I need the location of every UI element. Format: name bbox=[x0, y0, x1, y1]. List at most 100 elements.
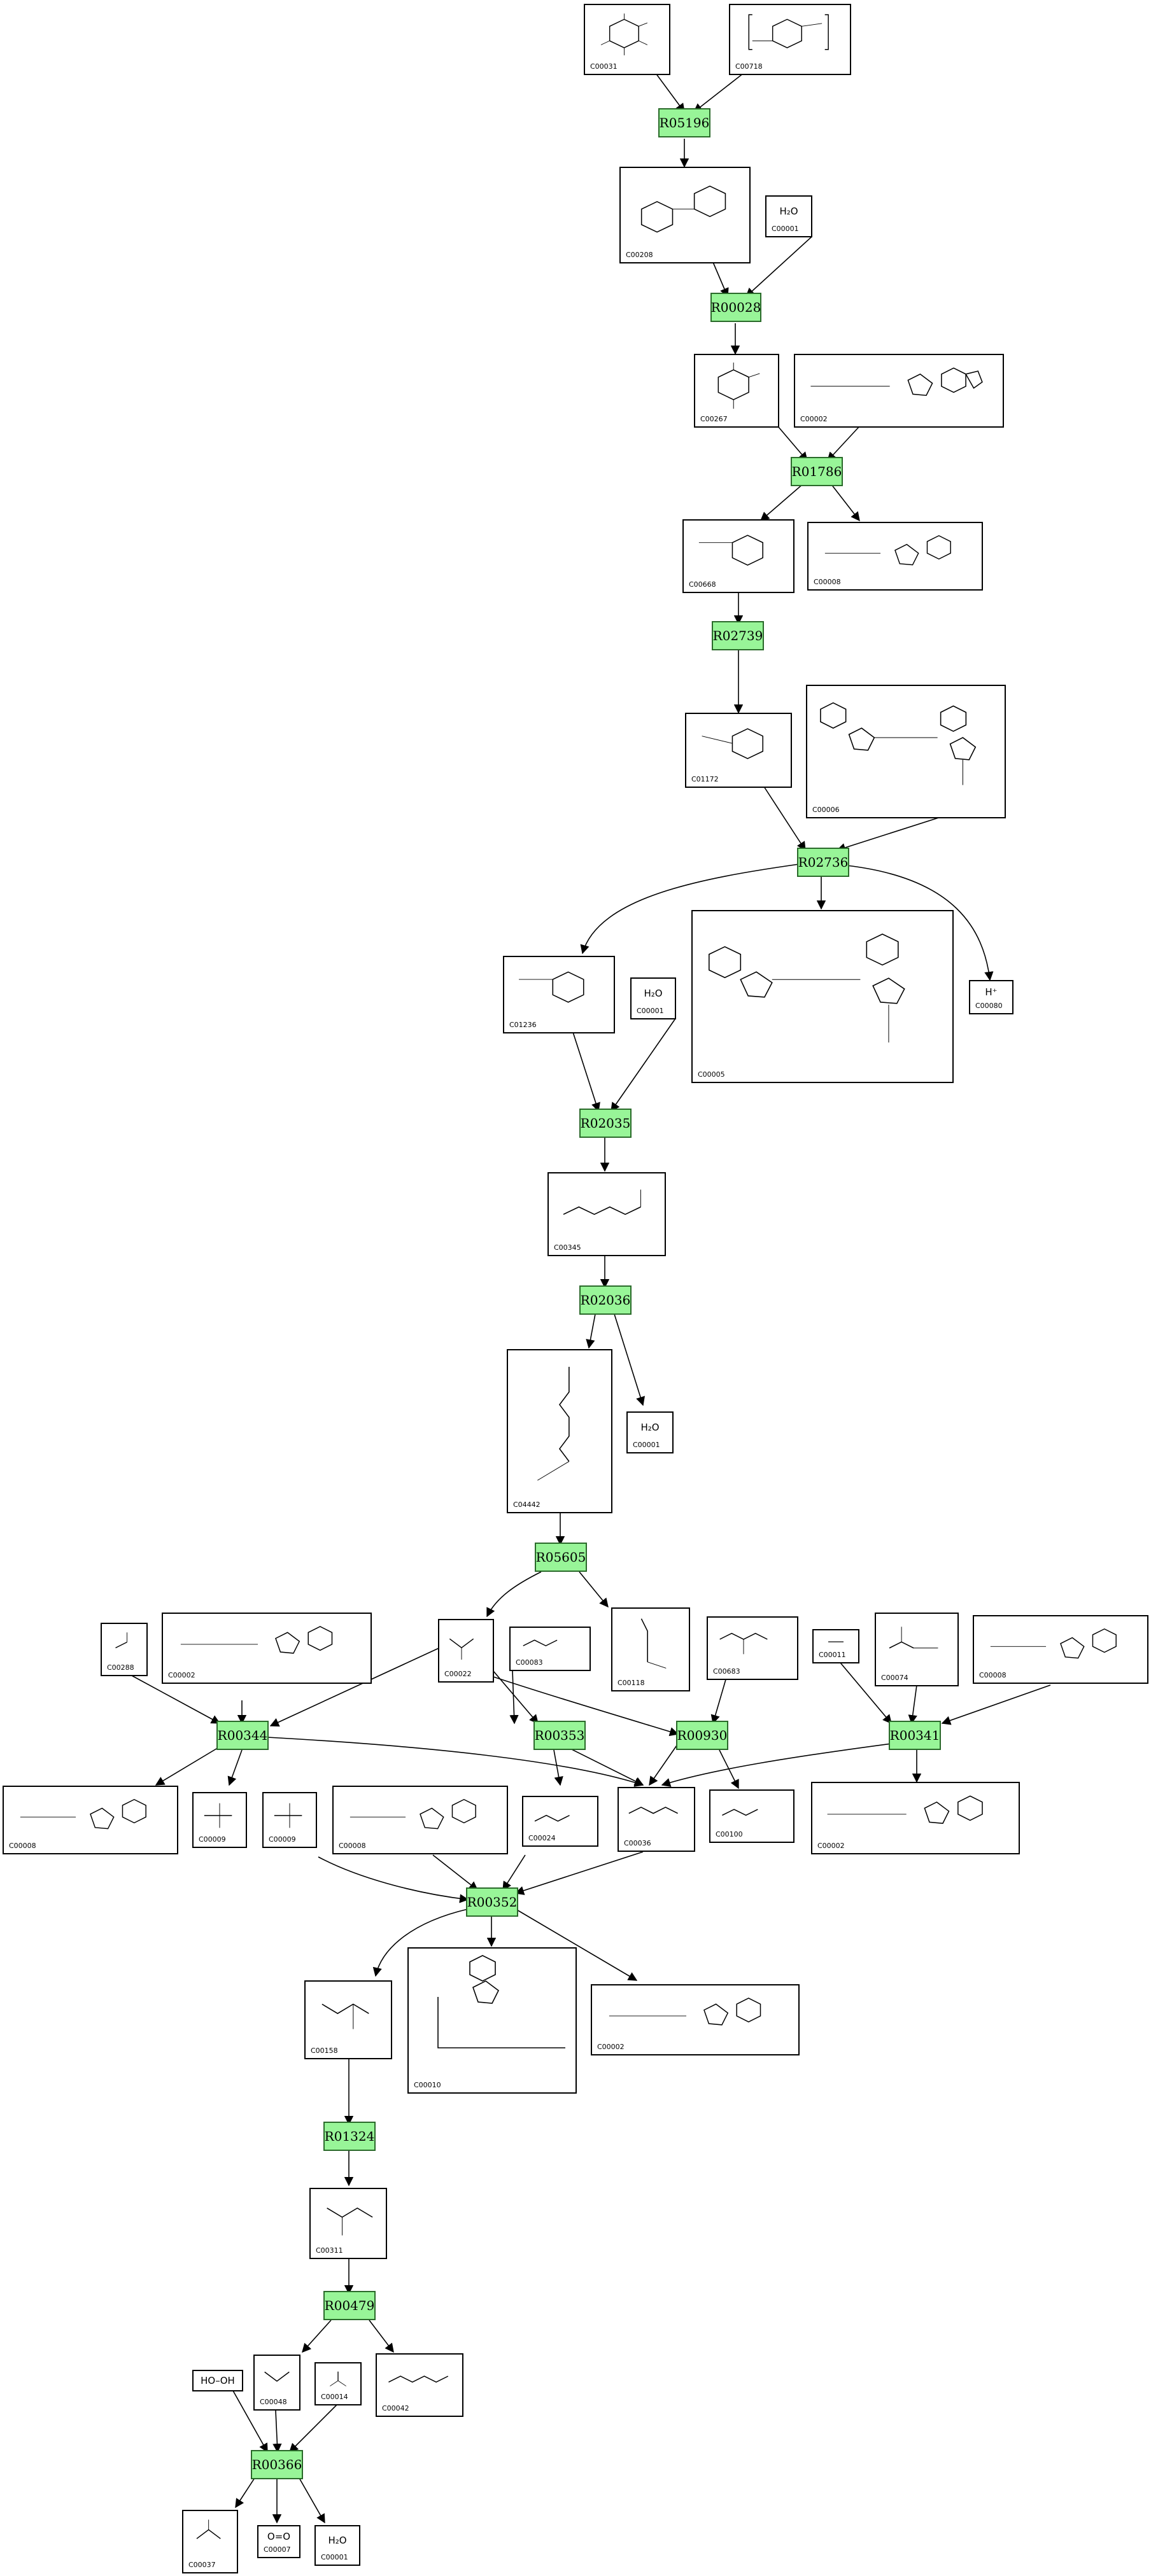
structure-drawing bbox=[187, 2515, 233, 2559]
compound-id: C00074 bbox=[881, 1674, 908, 1682]
reaction-r00344[interactable]: R00344 bbox=[216, 1721, 269, 1750]
compound-oaa[interactable]: C00036 bbox=[618, 1787, 695, 1852]
atp-2[interactable]: C00002 bbox=[162, 1613, 372, 1684]
compound-c00011[interactable]: C00011 bbox=[812, 1629, 859, 1663]
edge bbox=[372, 1908, 469, 1977]
compound-c00037[interactable]: C00037 bbox=[182, 2510, 238, 2573]
reaction-r00352[interactable]: R00352 bbox=[466, 1887, 518, 1917]
adp-3[interactable]: C00008 bbox=[332, 1786, 508, 1854]
compound-c00083[interactable]: C00083 bbox=[509, 1627, 591, 1671]
compound-c00208[interactable]: C00208 bbox=[619, 167, 751, 263]
formula-text: H₂O bbox=[779, 206, 798, 217]
edge bbox=[155, 1746, 220, 1786]
structure-drawing bbox=[734, 9, 846, 61]
compound-c00158[interactable]: C00158 bbox=[304, 1980, 392, 2059]
reaction-r05196[interactable]: R05196 bbox=[658, 108, 710, 137]
reaction-r01324[interactable]: R01324 bbox=[323, 2122, 376, 2151]
reaction-r00366[interactable]: R00366 bbox=[251, 2450, 303, 2479]
edge bbox=[235, 2477, 255, 2509]
reaction-r05605[interactable]: R05605 bbox=[535, 1543, 587, 1572]
reaction-r00479[interactable]: R00479 bbox=[323, 2291, 376, 2320]
edge bbox=[299, 2477, 325, 2524]
edge bbox=[369, 2320, 394, 2353]
structure-drawing bbox=[812, 527, 978, 577]
edge bbox=[777, 426, 808, 462]
compound-nadph[interactable]: C00005 bbox=[691, 910, 954, 1083]
reaction-label: R00341 bbox=[889, 1728, 940, 1743]
structure-drawing bbox=[817, 1634, 854, 1649]
compound-c04442[interactable]: C04442 bbox=[507, 1349, 612, 1513]
structure-drawing bbox=[514, 1632, 586, 1657]
compound-c00022[interactable]: C00022 bbox=[438, 1619, 494, 1683]
atp-3[interactable]: C00002 bbox=[811, 1782, 1020, 1854]
reaction-r00353[interactable]: R00353 bbox=[533, 1721, 586, 1750]
compound-c00048[interactable]: C00048 bbox=[253, 2355, 300, 2411]
edge bbox=[318, 1856, 469, 1903]
compound-c00288[interactable]: C00288 bbox=[101, 1623, 148, 1676]
compound-id: C00267 bbox=[700, 415, 728, 423]
adp-2[interactable]: C00008 bbox=[3, 1786, 178, 1854]
compound-id: C00024 bbox=[528, 1834, 556, 1842]
compound-c00668[interactable]: C00668 bbox=[682, 519, 794, 593]
water-1[interactable]: H₂O C00001 bbox=[765, 195, 812, 237]
compound-coa[interactable]: C00010 bbox=[407, 1947, 577, 2094]
edge bbox=[763, 786, 806, 851]
proton[interactable]: H⁺ C00080 bbox=[969, 980, 1013, 1014]
compound-id: C00036 bbox=[624, 1839, 651, 1847]
edge bbox=[130, 1674, 221, 1724]
compound-c00311[interactable]: C00311 bbox=[309, 2188, 387, 2259]
reaction-r02035[interactable]: R02035 bbox=[579, 1109, 632, 1138]
compound-c00031[interactable]: C00031 bbox=[584, 4, 670, 75]
compound-c01236[interactable]: C01236 bbox=[503, 956, 615, 1033]
compound-id: C01236 bbox=[509, 1021, 537, 1029]
compound-id: C00037 bbox=[188, 2561, 216, 2569]
compound-c00100[interactable]: C00100 bbox=[709, 1789, 794, 1843]
compound-c00014[interactable]: C00014 bbox=[314, 2362, 362, 2405]
compound-c00267[interactable]: C00267 bbox=[694, 354, 779, 428]
compound-id: C00008 bbox=[9, 1842, 36, 1850]
edge bbox=[712, 262, 729, 298]
compound-id: C00031 bbox=[590, 62, 618, 71]
compound-id: C00288 bbox=[107, 1663, 134, 1672]
compound-c00718[interactable]: C00718 bbox=[729, 4, 851, 75]
edge bbox=[580, 864, 800, 955]
compound-id: C00001 bbox=[637, 1007, 664, 1015]
adp-1[interactable]: C00008 bbox=[807, 522, 983, 591]
compound-c00345[interactable]: C00345 bbox=[547, 1172, 666, 1256]
compound-h2o2[interactable]: HO–OH bbox=[192, 2370, 243, 2391]
structure-drawing bbox=[625, 172, 745, 249]
reaction-r02739[interactable]: R02739 bbox=[712, 621, 764, 650]
edge bbox=[432, 1854, 479, 1891]
structure-drawing bbox=[320, 2367, 357, 2391]
atp-1[interactable]: C00002 bbox=[794, 354, 1004, 428]
compound-nadp[interactable]: C00006 bbox=[806, 685, 1006, 818]
compound-id: C00008 bbox=[979, 1671, 1006, 1679]
pi-1[interactable]: C00009 bbox=[192, 1792, 247, 1848]
reaction-r00930[interactable]: R00930 bbox=[676, 1721, 728, 1750]
atp-4[interactable]: C00002 bbox=[591, 1984, 800, 2055]
compound-id: C00005 bbox=[698, 1070, 725, 1079]
edge bbox=[267, 1737, 644, 1787]
reaction-r01786[interactable]: R01786 bbox=[791, 457, 843, 486]
compound-c00118[interactable]: C00118 bbox=[611, 1607, 690, 1691]
compound-c00074[interactable]: C00074 bbox=[875, 1613, 959, 1686]
compound-c00042[interactable]: C00042 bbox=[376, 2353, 463, 2417]
compound-c00683[interactable]: C00683 bbox=[707, 1616, 798, 1680]
adp-top[interactable]: C00008 bbox=[973, 1615, 1148, 1684]
water-4[interactable]: H₂O C00001 bbox=[314, 2525, 360, 2566]
compound-c00024[interactable]: C00024 bbox=[522, 1796, 598, 1847]
compound-id: C00208 bbox=[626, 251, 653, 259]
reaction-r02736[interactable]: R02736 bbox=[797, 848, 849, 877]
structure-drawing bbox=[589, 9, 665, 61]
reaction-r02036[interactable]: R02036 bbox=[579, 1285, 632, 1315]
compound-c01172[interactable]: C01172 bbox=[685, 713, 792, 788]
water-2[interactable]: H₂O C00001 bbox=[630, 977, 676, 1019]
compound-c00007[interactable]: O=O C00007 bbox=[257, 2525, 300, 2558]
reaction-r00028[interactable]: R00028 bbox=[710, 293, 761, 322]
water-3[interactable]: H₂O C00001 bbox=[626, 1411, 674, 1453]
reaction-r00341[interactable]: R00341 bbox=[889, 1721, 941, 1750]
reaction-label: R01786 bbox=[791, 464, 842, 479]
pi-2[interactable]: C00009 bbox=[262, 1792, 317, 1848]
compound-id: C00008 bbox=[339, 1842, 366, 1850]
